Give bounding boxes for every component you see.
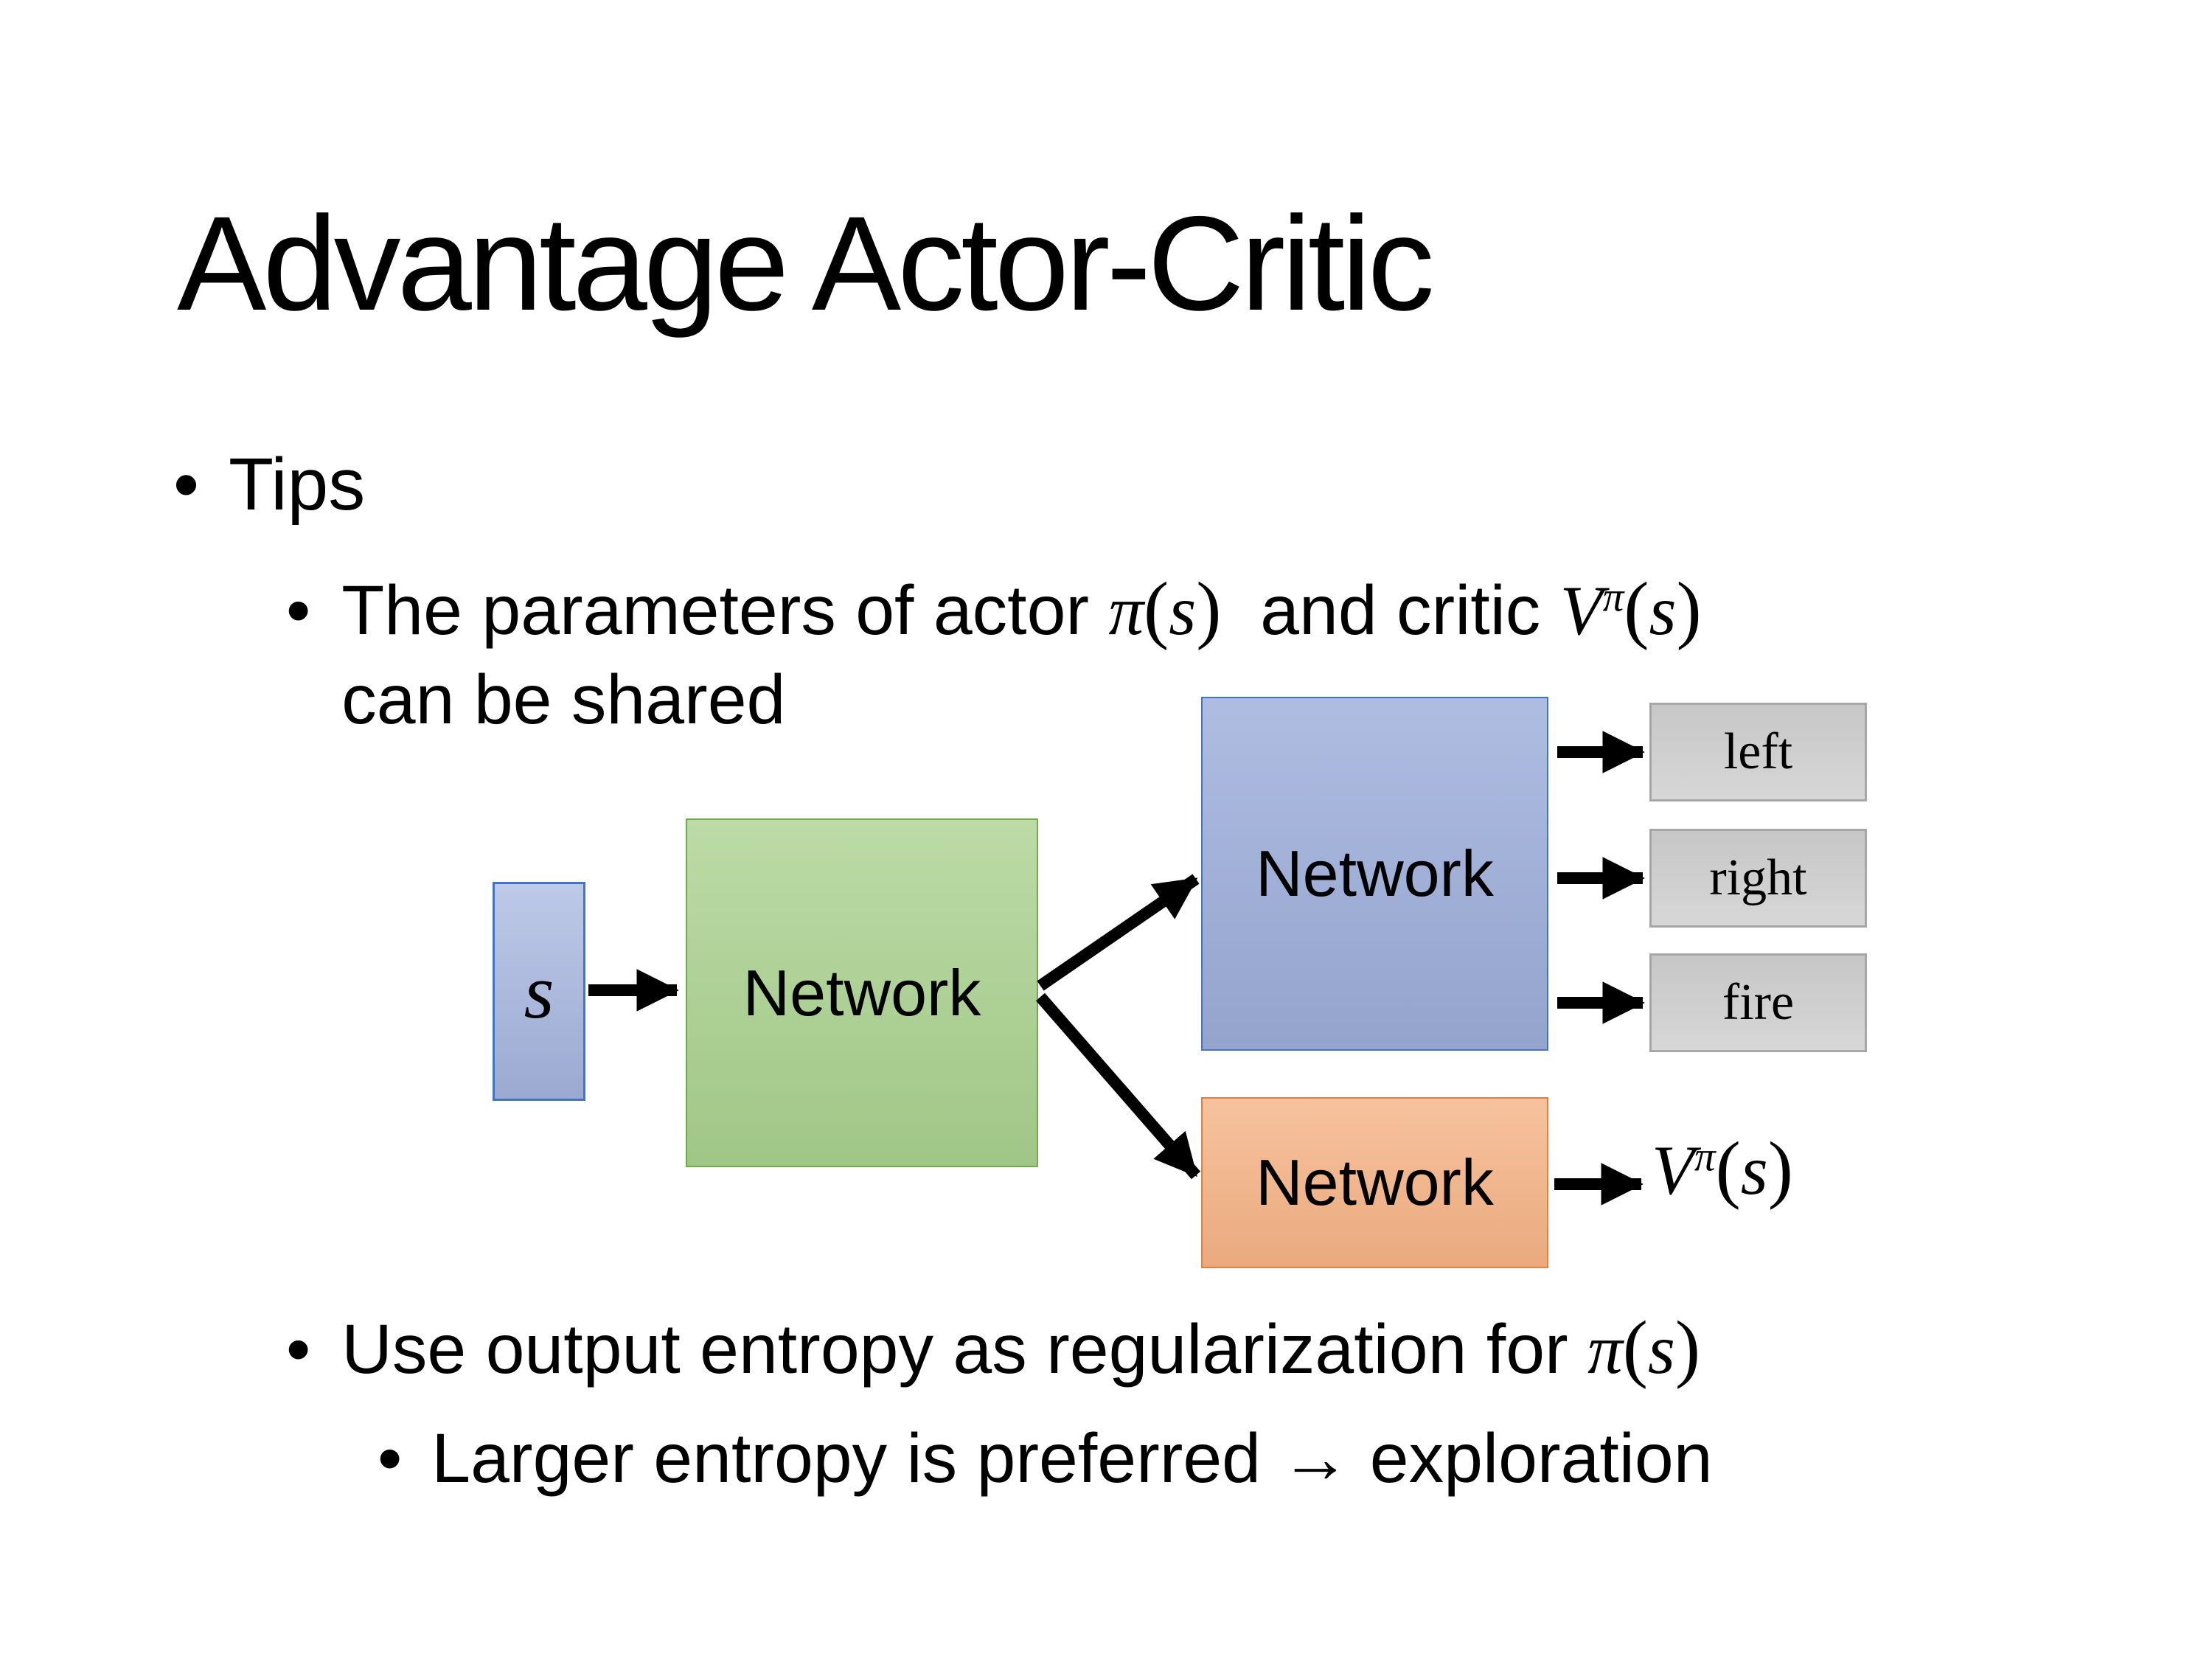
bullet-dot: •: [173, 443, 200, 526]
math-s: s: [1169, 571, 1197, 650]
bullet-tips-label: Tips: [229, 443, 366, 526]
arrow-shared-to-actor: [1037, 874, 1200, 991]
math-pi: π: [1108, 571, 1144, 650]
bullet-dot: •: [286, 571, 311, 650]
math-pi-sup: π: [1602, 574, 1624, 621]
math-rparen: ): [1676, 568, 1702, 651]
state-input-box: s: [493, 882, 585, 1101]
bullet-params-row: • The parameters of actor π(s) and criti…: [286, 566, 1702, 744]
params-text-pre: The parameters of actor: [341, 571, 1109, 650]
bullet-tips-row: • Tips: [173, 442, 365, 527]
math-s: s: [1740, 1131, 1768, 1209]
action-box-fire: fire: [1649, 953, 1867, 1052]
math-rparen: ): [1674, 1307, 1701, 1390]
math-V: V: [1652, 1131, 1695, 1209]
bullet-exploration-row: • Larger entropy is preferred → explorat…: [378, 1414, 1713, 1503]
action-box-left: left: [1649, 703, 1867, 801]
math-pi: π: [1587, 1310, 1623, 1388]
entropy-text-pre: Use output entropy as regularization for: [341, 1310, 1588, 1388]
action-box-right: right: [1649, 829, 1867, 928]
bullet-params-text: The parameters of actor π(s) and critic …: [341, 566, 1701, 744]
params-text-line2: can be shared: [341, 660, 786, 739]
bullet-dot: •: [378, 1419, 403, 1498]
action-fire-label: fire: [1722, 974, 1795, 1031]
math-lparen: (: [1715, 1127, 1741, 1211]
bullet-dot: •: [286, 1310, 311, 1388]
bullet-entropy-row: • Use output entropy as regularization f…: [286, 1305, 1700, 1394]
action-left-label: left: [1723, 723, 1793, 780]
action-right-label: right: [1709, 849, 1807, 906]
critic-network-label: Network: [1256, 1146, 1494, 1219]
math-lparen: (: [1624, 568, 1649, 651]
actor-network-label: Network: [1256, 837, 1494, 910]
math-s: s: [1649, 571, 1677, 650]
actor-network-box: Network: [1201, 697, 1548, 1051]
math-s: s: [1647, 1310, 1675, 1388]
math-rparen: ): [1767, 1127, 1793, 1211]
critic-network-box: Network: [1201, 1097, 1548, 1268]
math-rparen: ): [1196, 568, 1222, 651]
state-label: s: [524, 948, 554, 1034]
arrow-shared-to-critic: [1035, 992, 1201, 1180]
slide-title: Advantage Actor-Critic: [177, 188, 1435, 338]
bullet-exploration-label: Larger entropy is preferred → exploratio…: [431, 1419, 1713, 1498]
critic-output-value: Vπ(s): [1652, 1130, 1793, 1211]
math-lparen: (: [1622, 1307, 1648, 1390]
shared-network-label: Network: [742, 956, 981, 1029]
params-text-mid: and critic: [1221, 571, 1560, 650]
math-lparen: (: [1144, 568, 1169, 651]
shared-network-box: Network: [686, 818, 1038, 1167]
bullet-entropy-text: Use output entropy as regularization for…: [341, 1305, 1700, 1394]
math-pi-sup: π: [1694, 1133, 1716, 1180]
math-V: V: [1559, 571, 1603, 650]
